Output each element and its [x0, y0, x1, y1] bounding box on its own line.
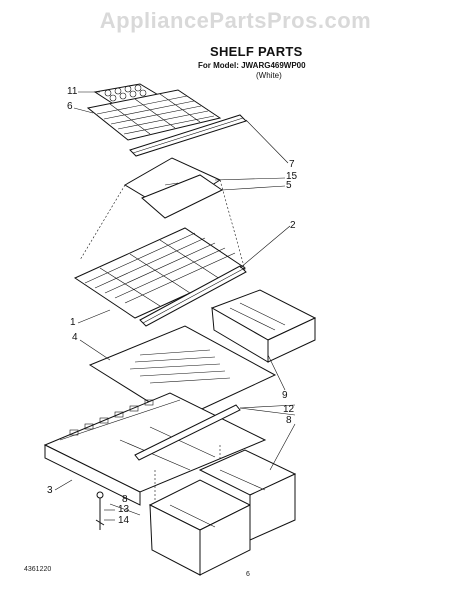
crisper-drawer-part — [210, 289, 317, 363]
callout-4: 4 — [72, 332, 78, 343]
callout-1: 1 — [70, 317, 76, 328]
callout-13: 13 — [118, 504, 130, 515]
callout-7: 7 — [289, 159, 295, 170]
lower-shelf-trim-part — [139, 265, 247, 327]
egg-tray-part — [93, 83, 162, 106]
callout-15: 15 — [286, 171, 298, 182]
callout-5: 5 — [286, 180, 292, 191]
leader-lines — [54, 91, 296, 521]
diagram-title: SHELF PARTS — [210, 44, 303, 59]
top-wire-shelf-part — [86, 89, 222, 141]
shelf-trim-part — [129, 114, 247, 157]
document-code: 4361220 — [24, 566, 52, 573]
watermark: AppliancePartsPros.com — [99, 8, 372, 33]
model-line: For Model: JWARG469WP00 — [198, 61, 306, 70]
callout-8-lower: 8 — [122, 494, 128, 505]
callout-2: 2 — [290, 220, 296, 231]
callout-14: 14 — [118, 515, 130, 526]
callout-11: 11 — [67, 86, 78, 97]
left-crisper-drawer-part — [148, 479, 252, 576]
callout-9: 9 — [282, 390, 288, 401]
control-knob-part — [95, 491, 105, 530]
callout-3: 3 — [47, 485, 53, 496]
crisper-divider-part — [134, 404, 241, 461]
callout-6: 6 — [67, 101, 73, 112]
callout-12: 12 — [283, 404, 295, 415]
right-crisper-drawer-part — [198, 449, 297, 541]
callout-8: 8 — [286, 415, 292, 426]
page-number: 6 — [246, 571, 250, 578]
main-wire-shelf-part — [73, 227, 247, 319]
color-variant: (White) — [256, 71, 282, 80]
